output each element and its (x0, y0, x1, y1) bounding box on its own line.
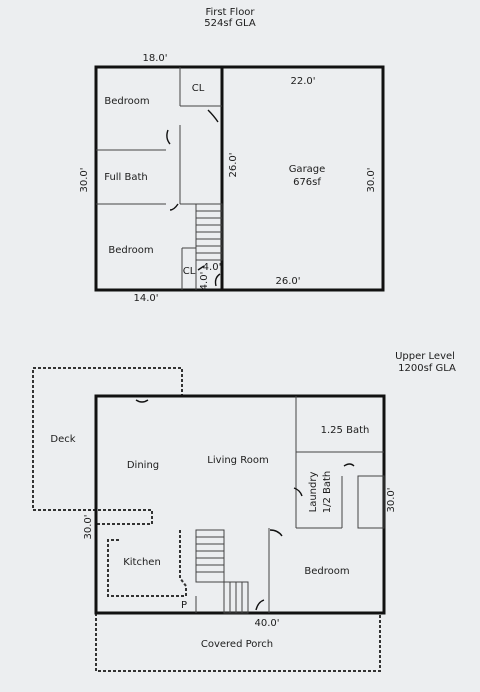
laundry-door (293, 487, 303, 497)
bedroom-2-label: Bedroom (108, 245, 153, 256)
full-bath-label: Full Bath (104, 172, 148, 183)
dining-label: Dining (127, 460, 159, 471)
bath-125-label: 1.25 Bath (321, 425, 370, 436)
first-floor-gla: 524sf GLA (204, 18, 256, 29)
bedroom-closet (357, 475, 385, 529)
closet-2-door (197, 265, 205, 271)
covered-porch-label: Covered Porch (201, 639, 273, 650)
upper-right-dimension: 30.0' (386, 487, 397, 512)
bedroom-door (269, 529, 283, 537)
first-floor-left-dimension: 30.0' (79, 167, 90, 192)
kitchen-counter (107, 530, 187, 597)
upper-level-title: Upper Level (395, 351, 455, 362)
bedroom-1-label: Bedroom (104, 96, 149, 107)
deck-label: Deck (50, 434, 75, 445)
pantry-label: P (181, 600, 187, 611)
upper-bottom-dimension: 40.0' (254, 618, 279, 629)
closet-2-label: CL (183, 266, 196, 277)
closet-1-door (207, 109, 219, 123)
garage-bottom-dimension: 26.0' (275, 276, 300, 287)
half-bath-label: 1/2 Bath (322, 471, 333, 514)
deck-outline (32, 367, 183, 525)
upper-level-plan: Upper Level 1200sf GLA (32, 351, 456, 672)
first-floor-top-dimension: 18.0' (142, 53, 167, 64)
garage-label: Garage (289, 164, 326, 175)
bath-door (169, 203, 179, 211)
porch-outline (95, 613, 381, 672)
first-floor-stairs (195, 203, 223, 261)
garage-area-label: 676sf (293, 177, 321, 188)
first-floor-title: First Floor (205, 7, 255, 18)
half-bath-door (343, 463, 355, 467)
stair-door (214, 273, 221, 287)
bedroom-1-door (166, 129, 171, 145)
porch-door (255, 599, 265, 611)
first-floor-plan: First Floor 524sf GLA (79, 7, 385, 304)
upper-left-dimension: 30.0' (83, 514, 94, 539)
upper-level-stairs (195, 529, 249, 614)
stair-height-dimension: 4.0' (199, 272, 210, 291)
first-floor-bottom-dimension: 14.0' (133, 293, 158, 304)
bedroom-label: Bedroom (304, 566, 349, 577)
laundry-label: Laundry (308, 472, 319, 513)
living-room-label: Living Room (207, 455, 268, 466)
first-floor-outer-wall (94, 65, 385, 292)
front-door (135, 399, 149, 403)
stair-width-dimension: 4.0' (203, 262, 222, 273)
upper-level-gla: 1200sf GLA (398, 363, 456, 374)
kitchen-label: Kitchen (123, 557, 161, 568)
garage-top-dimension: 22.0' (290, 76, 315, 87)
garage-left-dimension: 26.0' (228, 152, 239, 177)
garage-right-dimension: 30.0' (366, 167, 377, 192)
closet-1-label: CL (192, 83, 205, 94)
